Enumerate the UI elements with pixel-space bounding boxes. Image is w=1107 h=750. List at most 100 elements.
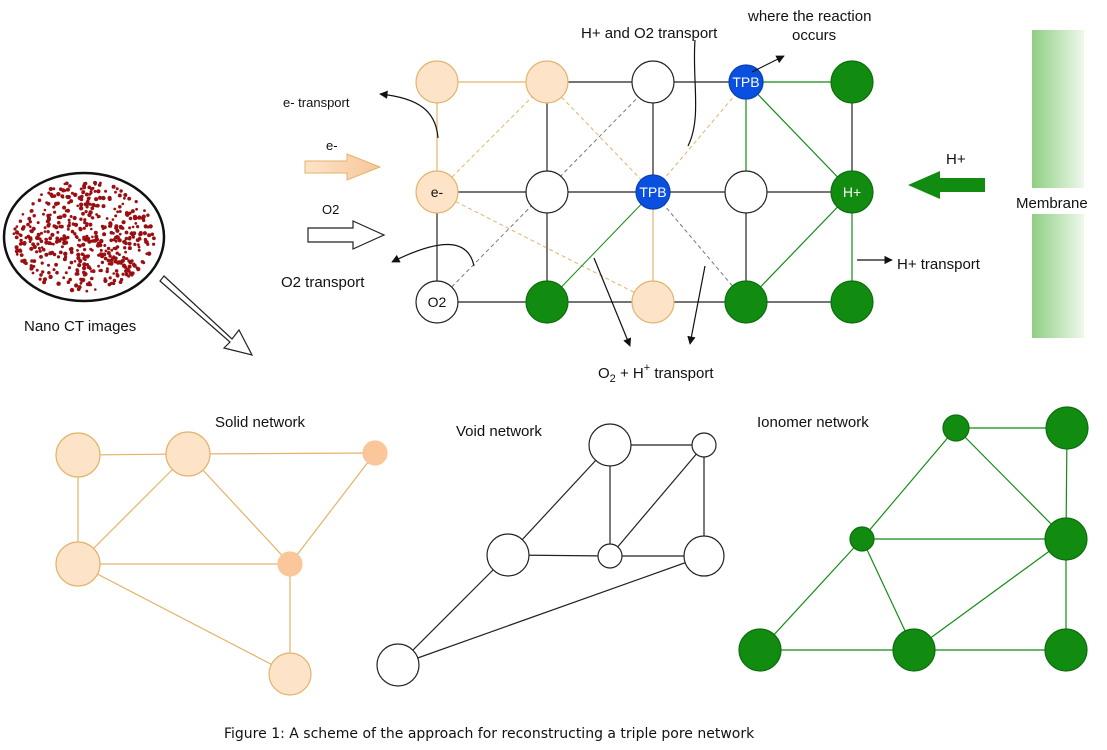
ct-particle xyxy=(131,225,135,229)
ct-to-networks-arrow xyxy=(159,275,254,356)
ct-particle xyxy=(99,238,104,244)
ct-particle xyxy=(40,193,43,197)
ct-particle xyxy=(78,206,84,211)
ct-particle xyxy=(43,208,47,212)
ct-particle xyxy=(130,273,134,277)
ct-particle xyxy=(90,270,93,273)
ct-particle xyxy=(101,204,106,209)
ct-particle xyxy=(106,246,111,251)
ct-particle xyxy=(123,193,128,197)
ct-particle xyxy=(88,267,92,271)
ionomer-node-label: H+ xyxy=(843,184,861,200)
ct-particle xyxy=(145,252,149,256)
ct-particle xyxy=(128,226,132,230)
ct-particle xyxy=(85,234,89,238)
void-network-edge xyxy=(609,444,705,557)
ct-particle xyxy=(94,288,97,291)
ct-particle xyxy=(88,192,92,196)
ct-particle xyxy=(75,236,79,240)
ct-particle xyxy=(66,227,70,231)
ct-particle xyxy=(124,236,129,241)
ct-particle xyxy=(49,242,53,246)
ct-particle xyxy=(24,236,28,240)
ct-particle xyxy=(137,245,141,249)
ct-particle xyxy=(91,202,96,208)
h-o2-transport-label: H+ and O2 transport xyxy=(581,25,718,42)
ct-particle xyxy=(36,221,40,225)
ct-particle xyxy=(137,215,142,220)
ct-particle xyxy=(29,246,34,251)
ct-particle xyxy=(95,203,100,208)
ct-particle xyxy=(138,237,142,241)
ct-particle xyxy=(82,266,87,271)
ct-particle xyxy=(121,272,125,276)
ct-particle xyxy=(54,201,59,206)
ct-particle xyxy=(125,212,130,217)
ct-particle xyxy=(85,199,90,204)
ct-particle xyxy=(19,253,24,257)
ct-particle xyxy=(48,274,53,280)
ct-particle xyxy=(44,252,49,257)
ct-particle xyxy=(89,190,93,194)
ct-particle xyxy=(75,269,80,273)
ct-particle xyxy=(81,190,86,194)
ct-particle xyxy=(85,263,89,267)
ct-particle xyxy=(118,224,123,229)
ct-particle xyxy=(113,207,117,211)
ionomer-node xyxy=(830,280,874,324)
ct-particle xyxy=(130,209,135,214)
ct-particle xyxy=(69,287,75,293)
ionomer-network-node xyxy=(1044,517,1088,561)
ct-particle xyxy=(83,220,87,225)
solid-network-title: Solid network xyxy=(215,414,306,431)
ct-particle xyxy=(134,222,138,225)
grid-diagonal-solid xyxy=(652,81,747,193)
ct-particle xyxy=(98,269,102,272)
ct-particle xyxy=(76,249,79,252)
ct-particle xyxy=(18,233,22,236)
ct-particle xyxy=(43,230,47,233)
void-node xyxy=(724,170,768,214)
ct-particle xyxy=(127,196,132,201)
combined-transport-label: O2 + H+ transport xyxy=(598,362,714,385)
ct-particle xyxy=(152,236,156,241)
ct-particle xyxy=(103,277,107,281)
solid-network-node xyxy=(55,541,101,587)
ct-particle xyxy=(136,225,140,229)
void-network-edge xyxy=(397,555,705,666)
ct-particle xyxy=(35,250,39,254)
ct-particle xyxy=(85,224,89,228)
ct-particle xyxy=(43,226,47,230)
ct-particle xyxy=(136,267,141,272)
h-plus-input-arrow: H+ xyxy=(908,151,985,199)
ct-particle xyxy=(44,240,49,245)
ct-particle xyxy=(88,202,92,206)
ct-particle xyxy=(66,224,71,228)
ct-particle xyxy=(109,238,113,243)
ct-particle xyxy=(20,226,25,231)
ct-particle xyxy=(87,212,92,218)
ct-particle xyxy=(118,232,122,236)
ct-particle xyxy=(79,277,83,281)
ct-particle xyxy=(107,282,112,287)
grid-diagonal-ionomer xyxy=(745,191,853,303)
ct-particle xyxy=(64,255,68,259)
ct-particle xyxy=(123,265,128,269)
ct-particle xyxy=(85,289,89,293)
tpb-node xyxy=(728,64,764,100)
ct-particle xyxy=(132,231,137,236)
ct-particle xyxy=(86,237,91,241)
ct-particle xyxy=(113,259,118,264)
ct-particle xyxy=(100,260,105,265)
ct-particle xyxy=(58,215,63,220)
ct-particle xyxy=(90,227,93,231)
ct-particle xyxy=(127,274,131,278)
e-transport-label: e- transport xyxy=(283,95,350,110)
ct-particle xyxy=(121,202,125,206)
ct-particle xyxy=(32,214,36,218)
ionomer-network-node xyxy=(1045,406,1089,450)
ct-particle xyxy=(81,242,86,247)
ct-particle xyxy=(48,222,51,226)
ionomer-network-title: Ionomer network xyxy=(757,414,869,431)
